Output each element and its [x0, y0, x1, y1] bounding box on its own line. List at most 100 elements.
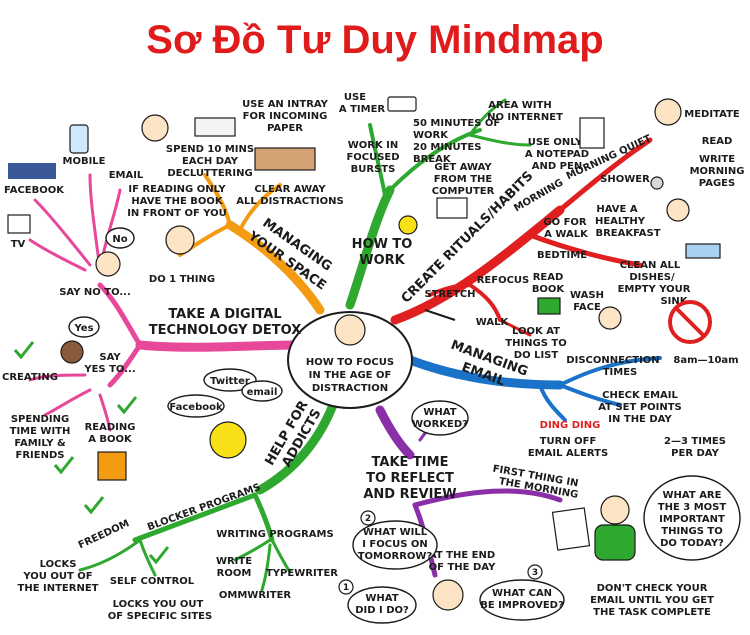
minutes-line-2: WORK	[413, 130, 449, 141]
number-3-label: 3	[532, 568, 538, 578]
spending-line-3: FAMILY &	[14, 438, 66, 449]
no-computer-sign	[668, 300, 712, 344]
meditating-person-icon	[654, 98, 682, 126]
shouting-face-icon	[95, 251, 121, 277]
stretch-label: STRETCH	[424, 289, 475, 300]
tv-label: TV	[11, 239, 26, 250]
branch-work-line	[345, 185, 395, 310]
breakfast-line-3: BREAKFAST	[595, 228, 660, 239]
twig-creating	[28, 373, 87, 382]
locks-sites-line-2: OF SPECIFIC SITES	[108, 611, 212, 622]
timer-line-1: USE	[344, 92, 366, 103]
notepad-line-2: A NOTEPAD	[525, 149, 589, 160]
twig-selfcontrol	[138, 538, 157, 577]
walk2-label: WALK	[476, 317, 510, 328]
branch-detox-label-2: TECHNOLOGY DETOX	[149, 323, 301, 338]
clear-line-1: CLEAR AWAY	[254, 184, 326, 195]
paper-stack-icon	[194, 117, 236, 137]
twig-tv	[28, 238, 87, 272]
declutter-line-1: SPEND 10 MINS	[166, 144, 254, 155]
minutes-line-3: 20 MINUTES	[413, 142, 481, 153]
twig-reading	[98, 393, 112, 432]
disconnect-line-1: DISCONNECTION	[566, 355, 659, 366]
away-line-1: GET AWAY	[434, 162, 492, 173]
stretch-figure-icon	[424, 309, 456, 321]
shower-head-icon	[650, 176, 664, 190]
read-label: READ	[702, 136, 733, 147]
todo-line-2: THINGS TO	[505, 338, 567, 349]
branch-reflect-line	[375, 405, 415, 460]
number-3-badge	[527, 564, 543, 580]
one-thing-label: DO 1 THING	[149, 274, 215, 285]
did-bubble	[347, 586, 417, 624]
twig-refocus	[468, 283, 502, 322]
stressed-person-icon	[141, 114, 169, 142]
happy-face-icon	[60, 340, 84, 364]
what-worked-line-1: WHAT	[423, 407, 456, 418]
disconnect-line-2: TIMES	[603, 367, 638, 378]
branch-work-label-1: HOW TO	[352, 237, 413, 252]
times-line-1: 2—3 TIMES	[664, 436, 726, 447]
shower-label: SHOWER	[600, 174, 650, 185]
twig-ommwriter	[260, 543, 272, 592]
reading-line-1-detox: READING	[85, 422, 136, 433]
improved-bubble	[479, 579, 565, 621]
intray-line-3: PAPER	[267, 123, 303, 134]
intray-line-2: FOR INCOMING	[243, 111, 328, 122]
say-yes-line-2: YES TO...	[83, 364, 135, 375]
area-line-2: NO INTERNET	[487, 112, 563, 123]
check-icon-freedom	[83, 496, 105, 515]
bursts-line-1: WORK IN	[348, 140, 399, 151]
locks-internet-line-2: YOU OUT OF	[22, 571, 92, 582]
clear-line-2: ALL DISTRACTIONS	[236, 196, 343, 207]
twig-facebook	[33, 198, 92, 267]
improved-line-2: BE IMPROVED?	[480, 600, 564, 611]
three-things-line-3: IMPORTANT	[659, 514, 725, 525]
branch-reflect-label-2: TO REFLECT	[366, 471, 454, 486]
what-worked-line-2: WORKED?	[412, 419, 468, 430]
reflect-group: WHAT WORKED? FIRST THING IN THE MORNING …	[338, 400, 741, 624]
facebook-icon	[8, 163, 56, 179]
center-line-1: HOW TO FOCUS	[306, 357, 394, 368]
branch-detox-sayyes	[107, 342, 143, 388]
twig-todo	[498, 318, 532, 337]
improved-line-1: WHAT CAN	[492, 588, 552, 599]
write-pages-line-2: MORNING	[690, 166, 745, 177]
write-room-line-1: WRITE	[216, 556, 252, 567]
twitter-label: Twitter	[210, 376, 250, 387]
branch-detox-line	[135, 340, 305, 352]
three-things-line-2: THE 3 MOST	[658, 502, 727, 513]
sleeping-face-icon	[598, 306, 622, 330]
twitter-bubble	[203, 368, 257, 392]
twig-stretch	[428, 283, 472, 297]
walk-line-2: A WALK	[544, 229, 589, 240]
twig-writeroom	[233, 538, 272, 562]
write-pages-line-1: WRITE	[699, 154, 735, 165]
spending-line-1: SPENDING	[11, 414, 69, 425]
notepad-line-1: USE ONLY	[528, 137, 583, 148]
space-group: USE AN INTRAY FOR INCOMING PAPER CLEAR A…	[127, 99, 344, 285]
end-day-line-1: AT THE END	[429, 550, 495, 561]
read-book-line-1: READ	[533, 272, 564, 283]
locks-internet-line-1: LOCKS	[40, 559, 77, 570]
notepad-line-3: AND PEN	[532, 161, 582, 172]
ommwriter-label: OMMWRITER	[219, 590, 292, 601]
tv-icon	[7, 214, 31, 234]
branch-space-line	[225, 220, 325, 315]
twig-area	[468, 98, 507, 137]
breakfast-line-1: HAVE A	[596, 204, 637, 215]
meditate-label: MEDITATE	[684, 109, 740, 120]
blocker-label: BLOCKER PROGRAMS	[146, 482, 262, 533]
hours-label: 8am—10am	[673, 355, 738, 366]
branch-reflect-label-1: TAKE TIME	[372, 455, 449, 470]
minutes-line-1: 50 MINUTES OF	[413, 118, 500, 129]
declutter-line-3: DECLUTTERING	[167, 168, 252, 179]
no-computer-slash	[674, 306, 706, 338]
twig-freedom	[78, 538, 142, 572]
twig-spending	[43, 388, 92, 417]
did-line-2: DID I DO?	[355, 605, 409, 616]
minutes-line-4: BREAK	[413, 154, 452, 165]
focus-tomorrow-line-3: TOMORROW?	[358, 551, 433, 562]
twig-alerts	[538, 383, 567, 422]
